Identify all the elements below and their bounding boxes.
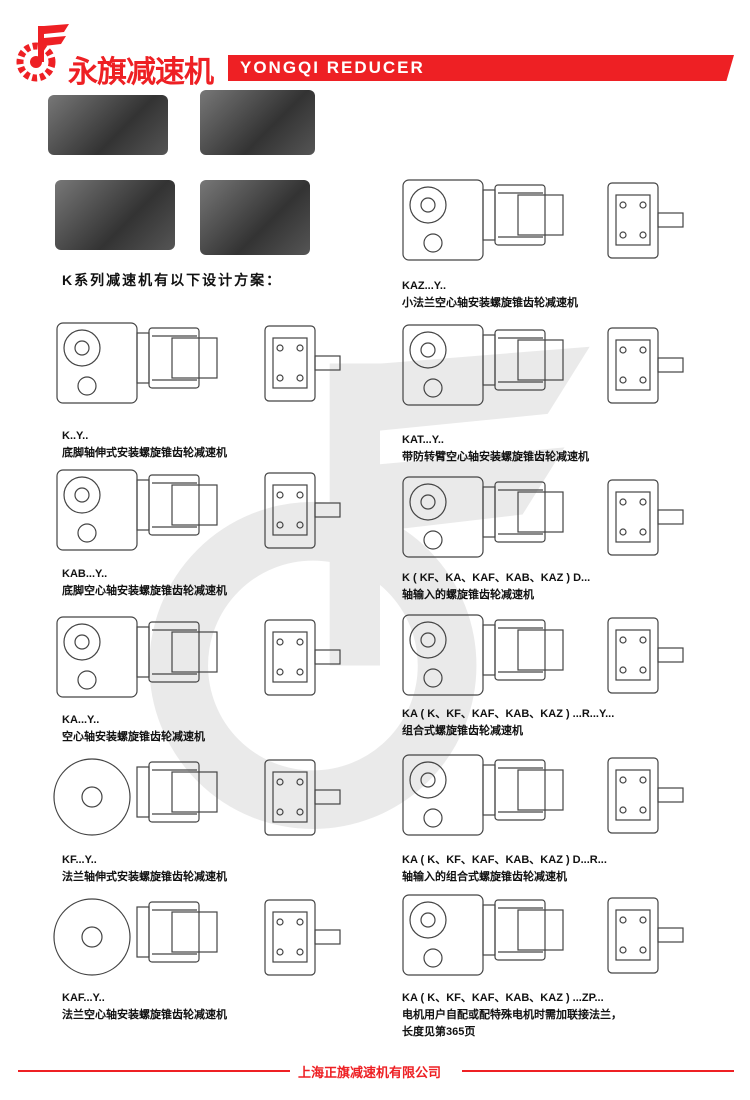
watermark-logo (149, 346, 590, 830)
intro-text: K系列减速机有以下设计方案： (62, 272, 283, 288)
company-logo (16, 24, 69, 82)
gear-reducer-side-drawing (607, 617, 684, 694)
gear-reducer-front-drawing (56, 616, 218, 698)
gear-reducer-front-drawing (402, 324, 564, 406)
gear-reducer-side-drawing (607, 182, 684, 259)
caption: KA ( K、KF、KAF、KAB、KAZ ) D...R...轴输入的组合式螺… (402, 854, 607, 883)
footer-divider (462, 1070, 734, 1072)
brand-name-cn: 永旗减速机 (68, 56, 214, 89)
gear-reducer-side-drawing (607, 897, 684, 974)
gear-reducer-side-drawing (607, 757, 684, 834)
header-banner (228, 55, 734, 81)
caption: KA ( K、KF、KAF、KAB、KAZ ) ...R...Y...组合式螺旋… (402, 708, 615, 737)
product-photo (200, 90, 315, 155)
gear-reducer-front-drawing (402, 614, 564, 696)
gear-reducer-side-drawing (264, 899, 341, 976)
gear-reducer-front-drawing (56, 322, 218, 404)
gear-reducer-front-drawing (402, 476, 564, 558)
caption: KAF...Y..法兰空心轴安装螺旋锥齿轮减速机 (62, 992, 227, 1021)
gear-reducer-side-drawing (264, 472, 341, 549)
footer-divider (18, 1070, 290, 1072)
caption: KA ( K、KF、KAF、KAB、KAZ ) ...ZP...电机用户自配或配… (402, 992, 622, 1038)
product-photo (48, 95, 168, 155)
gear-reducer-side-drawing (607, 327, 684, 404)
gear-reducer-side-drawing (607, 479, 684, 556)
gear-reducer-front-drawing (53, 898, 218, 976)
gear-reducer-side-drawing (264, 759, 341, 836)
gear-reducer-front-drawing (402, 754, 564, 836)
product-photo (200, 180, 310, 255)
caption: KAB...Y..底脚空心轴安装螺旋锥齿轮减速机 (62, 568, 227, 597)
gear-reducer-side-drawing (264, 619, 341, 696)
product-photo (55, 180, 175, 250)
caption: K..Y..底脚轴伸式安装螺旋锥齿轮减速机 (62, 430, 227, 459)
footer-company: 上海正旗减速机有限公司 (298, 1065, 442, 1080)
brand-name-en: YONGQI REDUCER (240, 58, 425, 77)
caption: KA...Y..空心轴安装螺旋锥齿轮减速机 (62, 714, 205, 743)
gear-reducer-front-drawing (402, 179, 564, 261)
caption: KAT...Y..带防转臂空心轴安装螺旋锥齿轮减速机 (402, 434, 589, 463)
caption: KF...Y..法兰轴伸式安装螺旋锥齿轮减速机 (62, 854, 227, 883)
gear-reducer-front-drawing (56, 469, 218, 551)
caption: K ( KF、KA、KAF、KAB、KAZ ) D...轴输入的螺旋锥齿轮减速机 (402, 572, 591, 601)
gear-reducer-front-drawing (402, 894, 564, 976)
gear-reducer-front-drawing (53, 758, 218, 836)
caption: KAZ...Y..小法兰空心轴安装螺旋锥齿轮减速机 (402, 280, 578, 309)
gear-reducer-side-drawing (264, 325, 341, 402)
